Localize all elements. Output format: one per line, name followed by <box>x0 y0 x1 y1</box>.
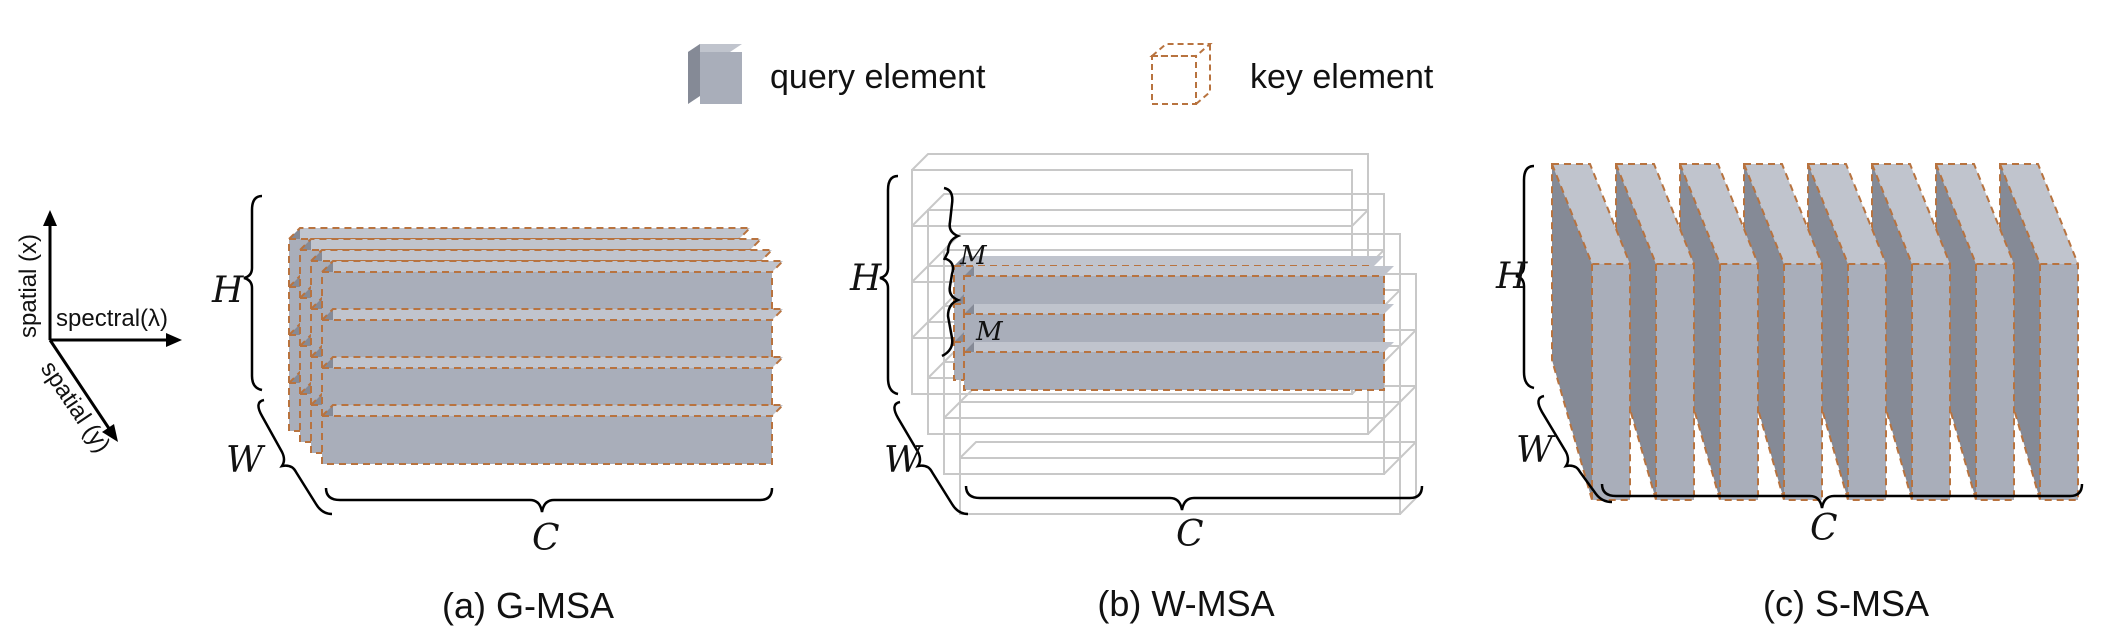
window-outline <box>927 193 1385 267</box>
coordinate-axes <box>43 210 182 442</box>
window-outline <box>959 401 1401 459</box>
g-msa-block <box>288 227 786 465</box>
w-msa-braces <box>879 174 1424 516</box>
legend: query element key element <box>688 43 1434 105</box>
w-msa-block <box>953 256 1394 391</box>
w-msa-m-side-label: M <box>975 317 1004 347</box>
w-msa-caption: (b) W-MSA <box>1097 583 1274 624</box>
window-outline <box>959 441 1417 515</box>
query-slab <box>1871 163 1951 501</box>
s-msa-w-label: W <box>1516 430 1556 471</box>
query-bar <box>963 342 1394 391</box>
g-msa-w-label: W <box>226 440 266 481</box>
window-outline <box>911 153 1369 227</box>
s-msa-braces <box>1515 164 2084 509</box>
g-msa-braces <box>243 194 774 516</box>
window-outline <box>959 385 1417 459</box>
query-element-swatch <box>688 44 742 104</box>
g-msa-c-label: C <box>532 518 560 559</box>
s-msa-caption: (c) S-MSA <box>1763 583 1929 624</box>
query-slab <box>1999 163 2079 501</box>
spectral-lambda-label: spectral(λ) <box>56 305 168 332</box>
query-bar <box>321 404 786 465</box>
window-outline <box>943 401 1401 475</box>
w-msa-m-top-label: M <box>959 241 988 271</box>
s-msa-block <box>1551 163 2079 501</box>
window-outline <box>959 457 1401 515</box>
g-msa-h-label: H <box>211 270 244 311</box>
w-msa-w-label: W <box>884 440 924 481</box>
g-msa-caption: (a) G-MSA <box>442 585 614 626</box>
key-element-label: key element <box>1250 58 1434 96</box>
query-slab <box>1551 163 1631 501</box>
s-msa-c-label: C <box>1810 508 1838 549</box>
query-slab <box>1807 163 1887 501</box>
spatial-x-label: spatial (x) <box>15 234 42 338</box>
window-outline <box>911 169 1353 227</box>
key-element-swatch <box>1149 43 1213 105</box>
window-outline <box>943 233 1401 307</box>
spatial-y-label: spatial (y) <box>35 356 116 457</box>
w-msa-c-label: C <box>1176 514 1204 555</box>
window-outline <box>943 417 1385 475</box>
query-element-label: query element <box>770 58 986 96</box>
s-msa-h-label: H <box>1495 256 1528 297</box>
w-msa-h-label: H <box>849 258 882 299</box>
